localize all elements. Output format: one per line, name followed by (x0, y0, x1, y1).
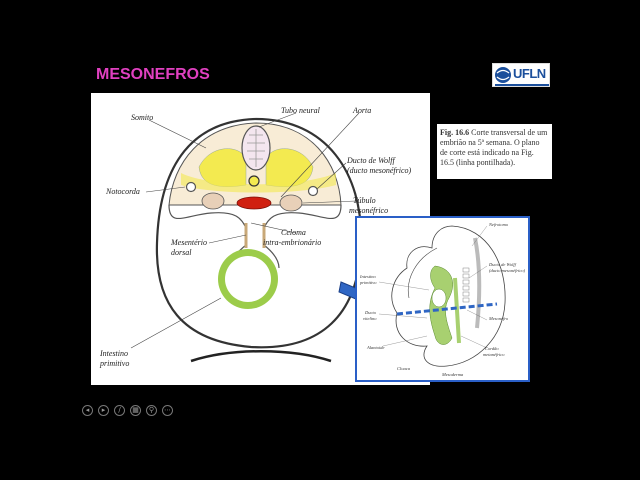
tubule-left (201, 192, 225, 210)
tubule-right (279, 194, 303, 212)
notochord (248, 175, 260, 187)
slide-title: MESONEFROS (96, 66, 210, 83)
inset-label-ducto-wolff: Ducto de Wolff (488, 262, 517, 267)
inset-label-cloaca: Cloaca (397, 366, 411, 371)
label-celoma: Celoma (281, 228, 306, 237)
label-primitivo: primitivo (99, 359, 129, 368)
inset-label-metanefrico: metanéfrico (483, 352, 505, 357)
inset-label-vitelino: vitelino (363, 316, 377, 321)
label-mesenterio: Mesentério (170, 238, 207, 247)
aorta (236, 196, 272, 210)
label-mesonefrico: mesonéfrico (349, 206, 388, 215)
primitive-gut-inner (225, 256, 271, 302)
caption-text: Corte transversal de um embrião na 5ª se… (440, 128, 548, 167)
inset-label-intestino: Intestino (359, 274, 376, 279)
wolff-duct-right (307, 185, 319, 197)
cross-section-figure: Tubo neural Aorta Somito Ducto de Wolff … (91, 93, 430, 385)
wolff-duct-left (185, 181, 197, 193)
inset-label-mesonefro: Mesonefro (488, 316, 509, 321)
inset-label-mesoderma: Mesoderma (441, 372, 464, 377)
label-dorsal: dorsal (171, 248, 192, 257)
figure-caption: Fig. 16.6 Corte transversal de um embriã… (437, 124, 552, 179)
caption-figure-ref: Fig. 16.6 (440, 128, 470, 137)
label-tubulo: Túbulo (353, 196, 376, 205)
logo-text: UFLN (513, 66, 546, 81)
label-aorta: Aorta (352, 106, 371, 115)
label-intra-embrionario: intra-embrionário (263, 238, 321, 247)
inset-label-ducto-mesonefrico: (ducto mesonéfrico) (489, 268, 526, 273)
logo-globe-icon (495, 67, 549, 86)
label-tubo-neural: Tubo neural (281, 106, 321, 115)
prev-slide-button[interactable]: ◂ (82, 405, 93, 416)
cut-plane-line (396, 302, 498, 316)
label-intestino: Intestino (99, 349, 128, 358)
see-all-slides-button[interactable]: ▦ (130, 405, 141, 416)
inset-label-cordao: Cordão (485, 346, 499, 351)
next-slide-button[interactable]: ▸ (98, 405, 109, 416)
zoom-button[interactable]: ⚲ (146, 405, 157, 416)
yellow-band (181, 173, 336, 193)
inset-figure: Nefrotomo Ducto de Wolff (ducto mesonéfr… (355, 216, 530, 382)
inset-label-alantoide: Alantoide (366, 345, 385, 350)
label-notocorda: Notocorda (105, 187, 140, 196)
inset-embryo-svg: Nefrotomo Ducto de Wolff (ducto mesonéfr… (359, 222, 526, 377)
more-options-button[interactable]: ⋯ (162, 405, 173, 416)
university-logo: UFLN (492, 63, 550, 87)
inset-label-ducto: Ducto (364, 310, 377, 315)
cross-section-svg: Tubo neural Aorta Somito Ducto de Wolff … (99, 106, 412, 368)
pen-tool-button[interactable]: / (114, 405, 125, 416)
label-somito: Somito (131, 113, 153, 122)
inset-label-primitivo: primitivo (359, 280, 377, 285)
label-ducto-mesonefrico: (ducto mesonéfrico) (347, 166, 412, 175)
inset-label-nefrotomo: Nefrotomo (488, 222, 509, 227)
label-ducto-wolff: Ducto de Wolff (346, 156, 396, 165)
dorsal-mesentery (244, 223, 266, 248)
